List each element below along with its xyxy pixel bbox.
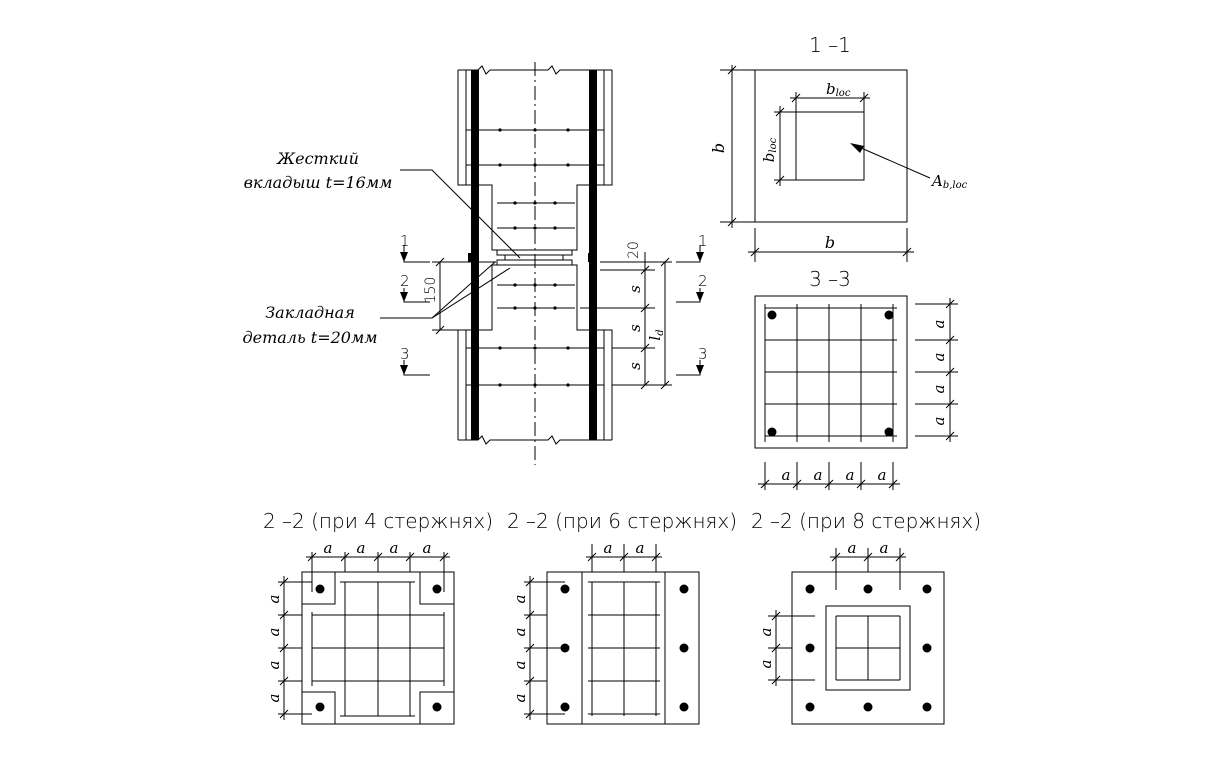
dim-a-6b-h1: a: [604, 539, 613, 557]
section-1-1: [720, 65, 931, 262]
section-3-3: [754, 295, 958, 490]
dim-b-vertical: b: [709, 143, 728, 153]
weld-left: [468, 253, 476, 262]
dim-a-4b-v4: a: [265, 694, 283, 703]
note-embedded-1: Закладная: [265, 303, 355, 322]
dim-a-33-h2: a: [814, 466, 823, 484]
svg-text:ld: ld: [646, 329, 666, 340]
dim-a-8b-v2: a: [757, 660, 775, 669]
dim-a-33-v1: a: [930, 320, 948, 329]
note-embedded-2: деталь t=20мм: [242, 328, 377, 347]
dim-s-3: s: [626, 362, 644, 370]
break-line-bottom: [458, 435, 612, 445]
dim-a-6b-v3: a: [511, 661, 529, 670]
dim-a-4b-v1: a: [265, 595, 283, 604]
section-2-2-4bars: [278, 552, 455, 725]
note-rigid-insert-1: Жесткий: [276, 149, 359, 168]
dim-a-33-v2: a: [930, 353, 948, 362]
dim-a-4b-v3: a: [265, 661, 283, 670]
cut-mark-3-right: 3: [698, 345, 708, 363]
section-2-2-title-8bars: 2 –2 (при 8 стержнях): [751, 509, 981, 533]
dim-bloc-vertical: bloc: [760, 137, 779, 162]
dim-a-6b-h2: a: [636, 539, 645, 557]
dim-bloc-horizontal: bloc: [826, 80, 851, 99]
column-joint-elevation: [380, 62, 701, 465]
cut-mark-3-left: 3: [400, 345, 410, 363]
dim-a-33-h4: a: [878, 466, 887, 484]
section-2-2-6bars: [524, 544, 700, 725]
dim-a-4b-h4: a: [423, 539, 432, 557]
cut-mark-2-left: 2: [400, 272, 410, 290]
note-rigid-insert-2: вкладыш t=16мм: [244, 173, 393, 192]
dim-a-4b-h3: a: [390, 539, 399, 557]
dim-a-4b-h1: a: [324, 539, 333, 557]
dim-20: 20: [626, 241, 642, 259]
dim-a-8b-h2: a: [880, 539, 889, 557]
dim-a-33-h1: a: [782, 466, 791, 484]
section-2-2-title-6bars: 2 –2 (при 6 стержнях): [507, 509, 737, 533]
dim-a-33-h3: a: [846, 466, 855, 484]
area-label: Ab,loc: [930, 172, 968, 191]
dim-150: 150: [423, 277, 439, 304]
cut-mark-1-left: 1: [400, 232, 410, 250]
dim-a-8b-v1: a: [757, 628, 775, 637]
dim-s-2: s: [626, 324, 644, 332]
dim-b-horizontal: b: [825, 233, 835, 252]
dim-a-4b-v2: a: [265, 628, 283, 637]
section-1-1-title: 1 –1: [809, 33, 851, 57]
dim-a-33-v4: a: [930, 417, 948, 426]
section-3-3-title: 3 –3: [809, 267, 851, 291]
cut-mark-2-right: 2: [698, 272, 708, 290]
weld-right: [588, 253, 596, 262]
dim-a-6b-v2: a: [511, 628, 529, 637]
dim-s-1: s: [626, 285, 644, 293]
cut-mark-1-right: 1: [698, 232, 708, 250]
dim-a-6b-v4: a: [511, 694, 529, 703]
section-2-2-title-4bars: 2 –2 (при 4 стержнях): [263, 509, 493, 533]
dim-a-8b-h1: a: [848, 539, 857, 557]
dim-a-6b-v1: a: [511, 595, 529, 604]
dim-a-33-v3: a: [930, 385, 948, 394]
section-2-2-8bars: [768, 548, 945, 725]
dim-a-4b-h2: a: [357, 539, 366, 557]
svg-text:bloc: bloc: [760, 137, 779, 162]
break-line-top: [458, 65, 612, 75]
leader-rigid-insert: [400, 169, 521, 259]
dim-ld: ld: [646, 329, 666, 340]
rigid-insert: [504, 254, 564, 261]
